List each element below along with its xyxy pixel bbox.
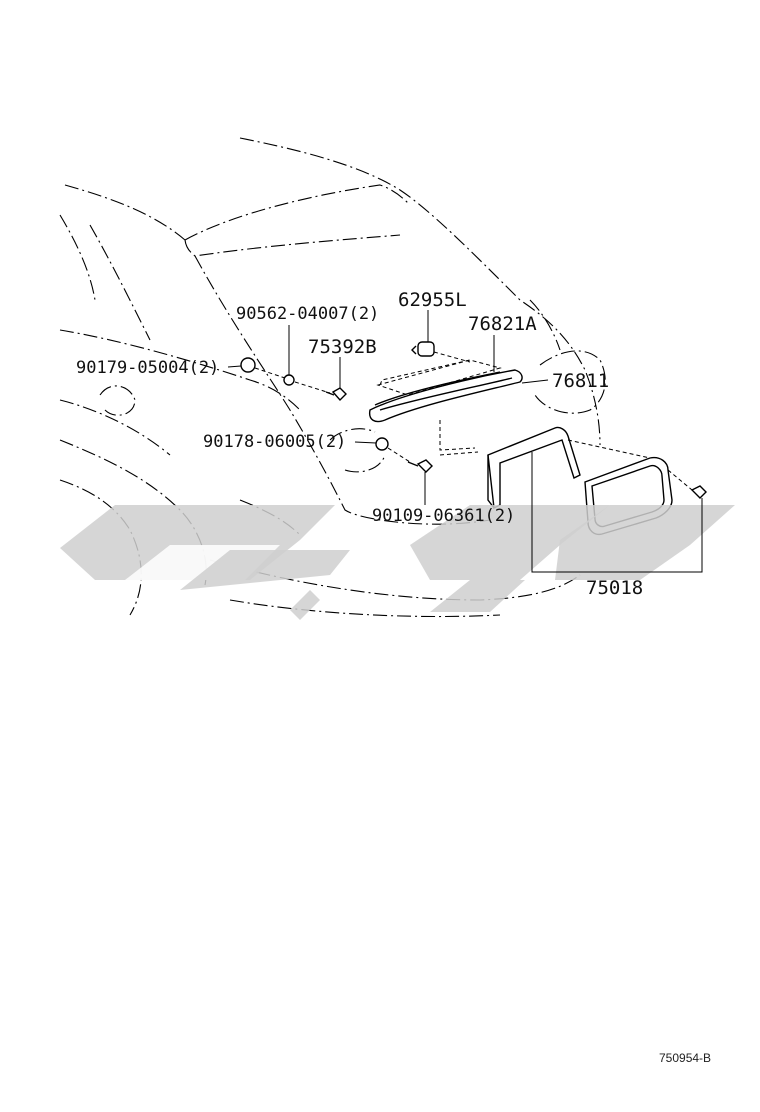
label-90562-04007: 90562-04007(2) — [236, 304, 379, 324]
label-90178-06005: 90178-06005(2) — [203, 432, 346, 452]
fasteners — [240, 357, 707, 499]
label-75018: 75018 — [586, 577, 643, 599]
label-90179-05004: 90179-05004(2) — [76, 358, 219, 378]
lamp-cover — [376, 359, 502, 396]
label-62955L: 62955L — [398, 289, 467, 311]
construction-lines — [379, 359, 479, 456]
watermark-logo — [60, 505, 735, 620]
label-75392B: 75392B — [308, 336, 377, 358]
label-76811: 76811 — [552, 370, 609, 392]
label-90109-06361: 90109-06361(2) — [372, 506, 515, 526]
stop-lamp-assembly — [368, 369, 523, 423]
leader-lines — [227, 310, 703, 573]
bulb-socket — [411, 341, 471, 363]
reference-code: 750954-B — [659, 1051, 711, 1065]
label-76821A: 76821A — [468, 313, 537, 335]
part-labels: 62955L 76821A 90562-04007(2) 75392B 9017… — [76, 289, 643, 599]
